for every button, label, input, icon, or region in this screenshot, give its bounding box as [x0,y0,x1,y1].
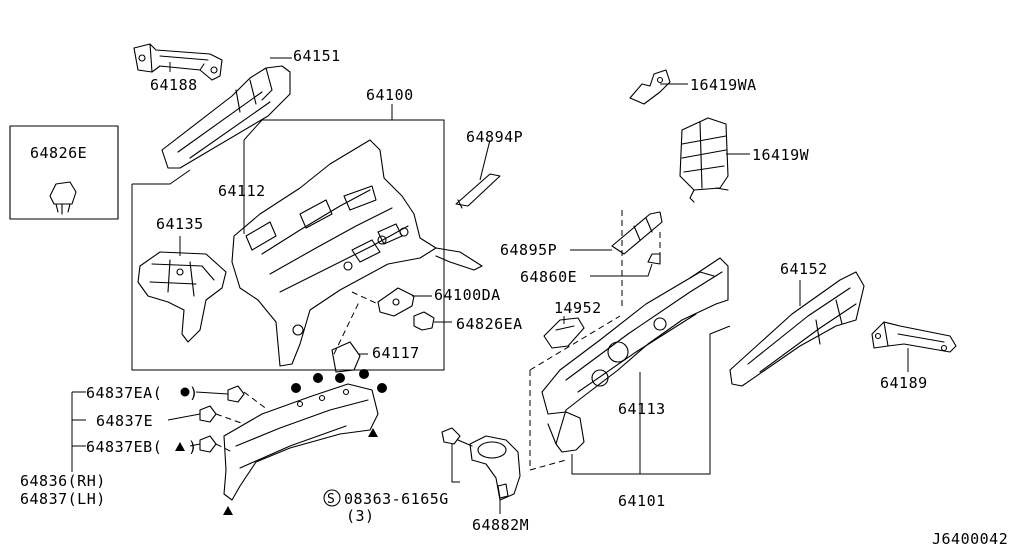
part-64100-drawing [231,139,483,367]
part-clamp-drawing [469,435,521,501]
label-14952: 14952 [554,299,602,317]
bolt-64837e [199,405,217,423]
label-64152: 64152 [780,260,828,278]
part-64117-drawing [331,341,361,373]
part-64151-drawing [161,65,291,169]
label-64837eb-close: ) [188,438,198,456]
part-64188-drawing [133,43,223,81]
diagram-code: J6400042 [932,530,1008,548]
label-64837ea-close: ) [189,384,199,402]
label-64860e: 64860E [520,268,577,286]
label-64837ea-dot-marker [180,387,190,397]
label-16419w: 16419W [752,146,810,164]
part-64189-drawing [871,321,957,353]
label-64837ea: 64837EA( [86,384,162,402]
part-16419wa-drawing [629,69,671,105]
bolt-64837eb [199,435,217,453]
part-64113-drawing [541,257,729,453]
label-64135: 64135 [156,215,204,233]
label-16419wa: 16419WA [690,76,757,94]
label-64826e: 64826E [30,144,87,162]
part-16419w-drawing [679,117,729,203]
part-64826e-box [9,125,119,220]
dashed-guides [215,210,661,471]
part-64895p-drawing [611,211,663,255]
label-64101: 64101 [618,492,666,510]
label-64100: 64100 [366,86,414,104]
part-64882m-drawing [497,483,509,499]
label-64837eb: 64837EB( [86,438,162,456]
part-64152-drawing [729,271,865,387]
part-64836-drawing [223,383,379,501]
marker-dots [291,369,387,393]
label-64894p: 64894P [466,128,523,146]
label-64826ea: 64826EA [456,315,523,333]
part-64826ea-drawing [413,311,435,331]
label-64113: 64113 [618,400,666,418]
label-08363-qty: (3) [346,507,375,525]
label-64837e: 64837E [96,412,153,430]
part-64894p-drawing [455,173,501,209]
part-64100da-drawing [377,287,415,317]
label-08363-6165g: 08363-6165G [344,490,449,508]
label-64837-lh: 64837(LH) [20,490,106,508]
label-64882m: 64882M [472,516,529,534]
label-64112: 64112 [218,182,266,200]
label-64117: 64117 [372,344,420,362]
screw-symbol-letter: S [327,492,335,507]
part-14952-drawing [543,317,585,349]
leader-lines [71,57,909,514]
label-64100da: 64100DA [434,286,501,304]
part-64860e-drawing [647,253,661,265]
bolt-64837ea [227,385,245,403]
part-64135-drawing [137,251,227,343]
screw-symbol-circle [323,489,341,507]
marker-triangles [223,428,378,515]
label-64837eb-triangle-marker [175,442,185,451]
bolt-08363 [441,427,473,447]
label-64189: 64189 [880,374,928,392]
label-64188: 64188 [150,76,198,94]
label-64895p: 64895P [500,241,557,259]
label-64151: 64151 [293,47,341,65]
label-64836-rh: 64836(RH) [20,472,106,490]
